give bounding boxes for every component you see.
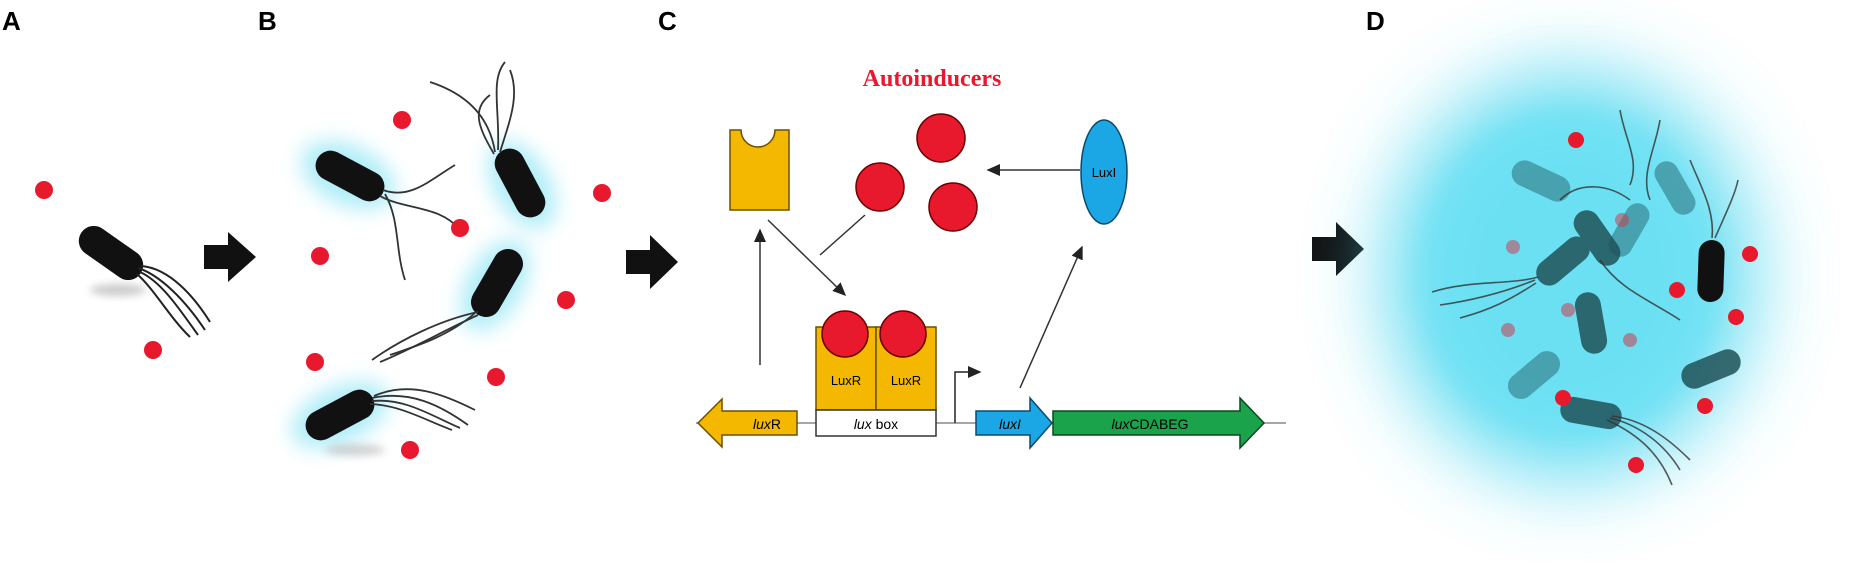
autoinducer-dot [1728, 309, 1744, 325]
panel-d [1385, 70, 1758, 486]
autoinducer-dot [1669, 282, 1685, 298]
flagella [136, 265, 211, 338]
autoinducer-dot [593, 184, 611, 202]
autoinducer-dot [35, 181, 53, 199]
luxi-protein [1080, 119, 1128, 225]
luxr-gene [696, 397, 798, 449]
autoinducer-dot [1555, 390, 1571, 406]
bacterium [315, 150, 385, 202]
lux-operon-gene [1052, 396, 1266, 450]
bacterium [471, 248, 523, 318]
autoinducers-title: Autoinducers [863, 66, 1002, 92]
panel-a [35, 181, 256, 359]
lux-operon-label: luxCDABEG [1111, 416, 1188, 432]
panel-b [291, 61, 678, 459]
panel-label-c: C [658, 6, 677, 36]
right-arrow-icon [204, 232, 256, 282]
promoter-arrow [954, 366, 982, 423]
bacterium-shadow [90, 284, 146, 296]
autoinducer-dot [306, 353, 324, 371]
luxi-protein-label: LuxI [1092, 165, 1117, 180]
luxi-gene-label: luxI [999, 416, 1021, 432]
autoinducer-dot [1568, 132, 1584, 148]
luxr-label-left: LuxR [831, 373, 861, 388]
panel-label-a: A [2, 6, 21, 36]
autoinducer-dot [451, 219, 469, 237]
bound-autoinducer [879, 310, 927, 358]
bacterium [305, 389, 375, 441]
panel-label-b: B [258, 6, 277, 36]
autoinducer-dot [401, 441, 419, 459]
luxr-receptor [729, 129, 790, 211]
autoinducer-dot [1628, 457, 1644, 473]
panel-c: Autoinducers LuxI LuxR LuxR luxR [696, 66, 1364, 450]
autoinducer-dot [557, 291, 575, 309]
autoinducer [928, 182, 978, 232]
luxi-gene [975, 396, 1053, 450]
autoinducer-dot [487, 368, 505, 386]
lux-box [815, 409, 937, 437]
panel-label-d: D [1366, 6, 1385, 36]
autoinducer [855, 162, 905, 212]
autoinducer-dot [393, 111, 411, 129]
bacterium [78, 225, 144, 281]
lux-box-label: lux box [854, 416, 898, 432]
autoinducer-dot [311, 247, 329, 265]
luxr-label-right: LuxR [891, 373, 921, 388]
right-arrow-icon [626, 235, 678, 289]
bound-autoinducer [821, 310, 869, 358]
autoinducer-dot [1697, 398, 1713, 414]
autoinducer [916, 113, 966, 163]
bacterium [494, 148, 546, 218]
autoinducer-dot [1742, 246, 1758, 262]
bacterium [1697, 240, 1725, 302]
luxr-gene-label: luxR [753, 416, 781, 432]
right-arrow-icon [1312, 222, 1364, 276]
autoinducer-dot [144, 341, 162, 359]
